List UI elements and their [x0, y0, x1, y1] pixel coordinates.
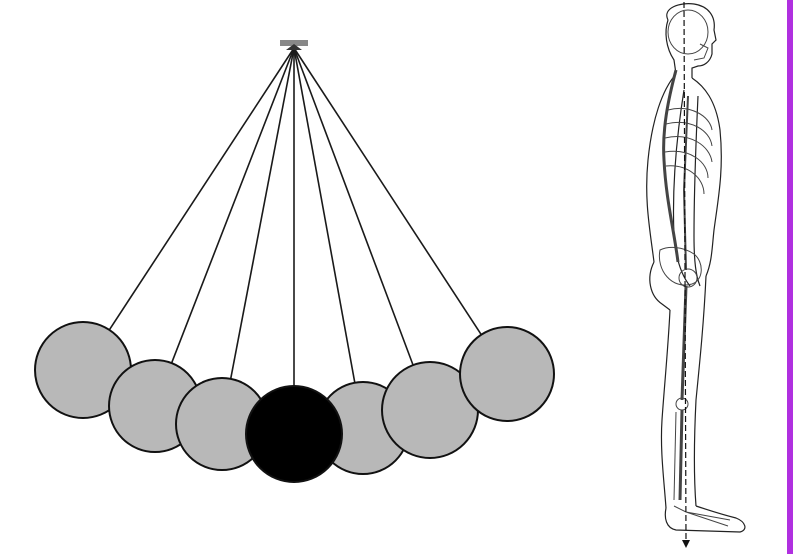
- head-outline: [667, 4, 716, 78]
- skeleton-figure-icon: [620, 0, 785, 554]
- plumb-arrow-icon: [682, 540, 690, 548]
- back-of-head: [666, 20, 676, 74]
- rib-2: [666, 122, 712, 146]
- pendulum-strings: [109, 48, 481, 386]
- rib-1: [668, 108, 712, 130]
- rib-4: [665, 151, 708, 178]
- foot-outline: [665, 506, 745, 532]
- pendulum-string: [294, 48, 355, 383]
- pivot-mount: [280, 40, 308, 50]
- back-outline: [647, 74, 676, 262]
- plumb-line: [684, 2, 686, 540]
- accent-bar: [787, 0, 793, 554]
- pendulum-string: [294, 48, 481, 335]
- pendulum-svg: [0, 0, 580, 554]
- pendulum-illustration: [0, 0, 580, 554]
- pendulum-ball-highlighted: [246, 386, 342, 482]
- pendulum-string: [294, 48, 413, 365]
- back-leg-outline: [661, 310, 670, 508]
- pendulum-ball: [460, 327, 554, 421]
- skull-icon: [668, 10, 708, 54]
- front-leg-outline: [695, 276, 707, 506]
- rib-3: [665, 137, 712, 162]
- fibula-icon: [674, 412, 676, 500]
- front-torso-outline: [692, 78, 721, 276]
- buttock-outline: [650, 262, 670, 310]
- tibia-icon: [680, 410, 682, 500]
- posture-illustration: [620, 0, 785, 554]
- foot-bones-icon: [674, 506, 730, 526]
